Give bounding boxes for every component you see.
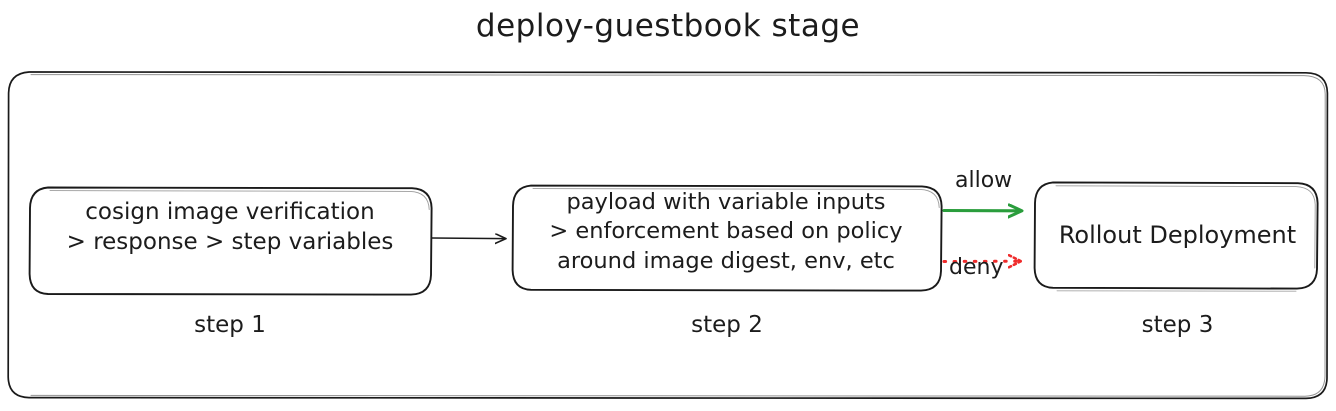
step2-line-3: around image digest, env, etc [557, 247, 895, 274]
step2-line-1: payload with variable inputs [566, 189, 886, 215]
edge-label-deny: deny [949, 255, 1004, 280]
edge-label-allow: allow [955, 168, 1013, 193]
step2-caption: step 2 [691, 312, 763, 338]
step2-line-2: > enforcement based on policy [549, 218, 903, 245]
step3-line-1: Rollout Deployment [1058, 221, 1297, 249]
step1-line-2: > response > step variables [66, 228, 394, 255]
step1-line-1: cosign image verification [85, 199, 375, 225]
step3-caption: step 3 [1141, 312, 1214, 338]
step1-node-text: cosign image verification > response > s… [26, 198, 434, 258]
step2-node-text: payload with variable inputs > enforceme… [508, 188, 944, 276]
page-title: deploy-guestbook stage [475, 8, 861, 44]
edge-step1-step2 [431, 238, 505, 239]
step1-caption: step 1 [194, 312, 266, 338]
step3-node-text: Rollout Deployment [1035, 220, 1320, 251]
